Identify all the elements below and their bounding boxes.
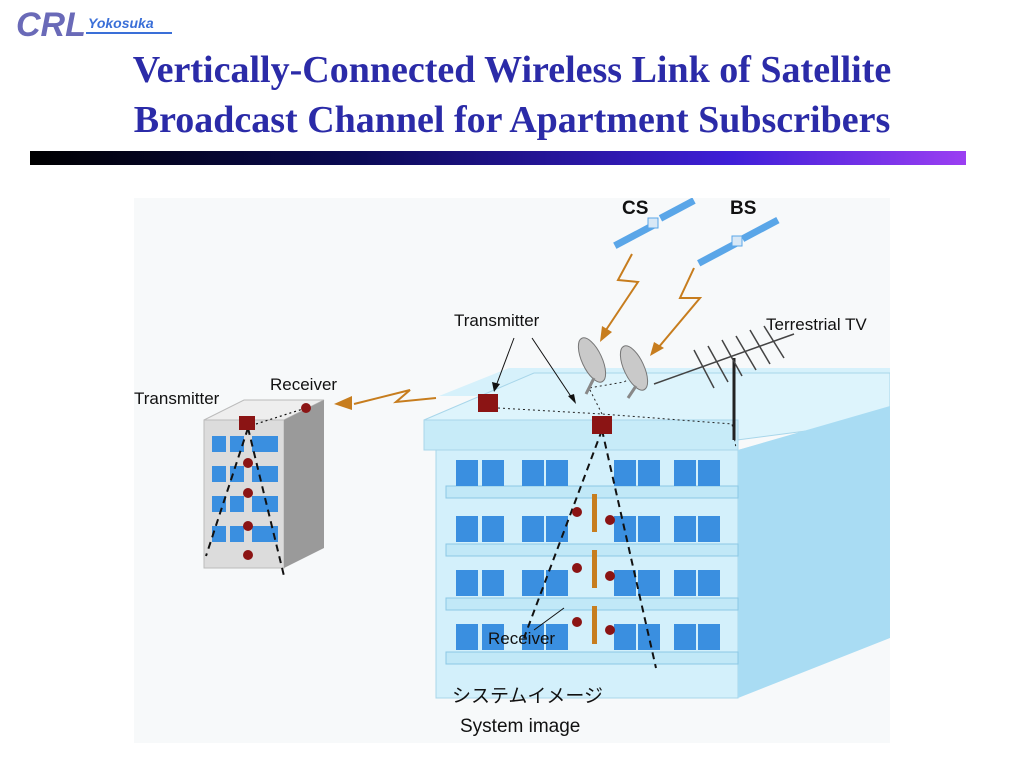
title-divider [30,151,966,165]
crl-yokosuka-logo: CRL Yokosuka [16,6,172,44]
bs-satellite [697,216,780,267]
left-receiver-device [301,403,311,413]
receiver-left-label: Receiver [270,375,337,394]
rooftop-receiver-device [592,416,612,434]
bs-label: BS [730,198,756,219]
terrestrial-tv-antenna [653,325,795,440]
large-apartment-building [423,368,890,699]
rooftop-transmitter-device [478,394,498,412]
transmitter-left-label: Transmitter [134,389,220,408]
page-title-line-2: Broadcast Channel for Apartment Subscrib… [133,99,891,141]
caption-english: System image [460,716,580,737]
logo-subtext: Yokosuka [88,15,154,31]
page-title-line-1: Vertically-Connected Wireless Link of Sa… [132,49,892,91]
cs-satellite [613,198,696,249]
bs-downlink-signal [657,267,703,349]
caption-japanese: システムイメージ [452,686,603,707]
cs-label: CS [622,198,648,219]
system-diagram: CS BS Terrestrial TV Transmitter Transmi… [134,198,890,743]
wireless-link-signal [353,389,437,405]
receiver-bottom-label: Receiver [488,629,555,648]
satellite-dishes [577,337,649,399]
small-apartment-building [203,399,325,577]
transmitter-top-label: Transmitter [454,311,540,330]
logo-text: CRL [16,6,86,44]
cs-downlink-signal [605,253,640,331]
terrestrial-tv-label: Terrestrial TV [766,315,867,334]
left-transmitter-device [239,416,255,430]
